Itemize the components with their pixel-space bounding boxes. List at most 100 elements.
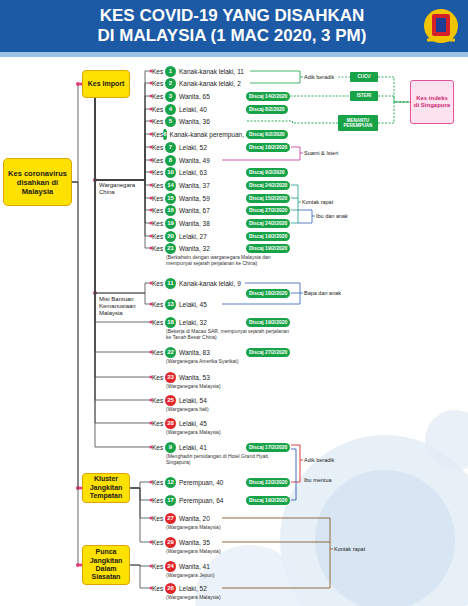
case-prefix: Kes: [152, 245, 165, 252]
pill-text: Discaj 19/2/2020: [249, 233, 287, 239]
case-line: Kes19Wanita, 38: [152, 218, 247, 229]
case-row: Kes27Wanita, 20(Warganegara Malaysia): [152, 513, 247, 530]
index-box: Kes indeks di Singapura: [410, 80, 454, 124]
case-number: 5: [165, 116, 176, 127]
case-description: Lelaki, 54: [179, 397, 207, 404]
case-number: 1: [165, 66, 176, 77]
case-prefix: Kes: [152, 515, 165, 522]
relation-bracket: [291, 445, 303, 482]
discharge-pill: Discaj 17/2/2020: [246, 443, 290, 452]
case-description: Lelaki, 45: [179, 420, 207, 427]
discharge-pill: Discaj 27/2/2020: [246, 206, 290, 215]
case-description: Kanak-kanak perempuan, 4: [170, 131, 250, 138]
case-line: Kes2Kanak-kanak lelaki, 2: [152, 78, 247, 89]
pill-text: Discaj 8/2/2020: [249, 106, 285, 112]
case-description: Kanak-kanak lelaki, 9: [179, 280, 241, 287]
discharge-pill: Discaj 8/2/2020: [246, 105, 288, 114]
case-prefix: Kes: [152, 374, 165, 381]
case-number: 15: [165, 193, 176, 204]
crest-logo: [436, 18, 446, 32]
case-row: Kes16Wanita, 67: [152, 205, 247, 216]
case-prefix: Kes: [152, 479, 165, 486]
box-text: Kes indeks di Singapura: [413, 95, 451, 110]
case-prefix: Kes: [152, 563, 165, 570]
tree-connector: [95, 98, 152, 236]
case-row: Kes17Perempuan, 64: [152, 495, 247, 506]
annotation-label: Ibu dan anak: [316, 213, 356, 220]
dotted-link: [378, 96, 410, 102]
case-line: Kes15Wanita, 59: [152, 193, 247, 204]
dotted-link: [378, 77, 410, 102]
case-line: Kes23Wanita, 53: [152, 372, 247, 383]
dotted-link: [290, 96, 350, 97]
case-note: (Warganegara Malaysia): [166, 429, 291, 435]
case-prefix: Kes: [152, 539, 165, 546]
case-row: Kes9Lelaki, 41(Menghadiri persidangan di…: [152, 442, 247, 465]
case-prefix: Kes: [152, 585, 165, 592]
case-row: Kes11Kanak-kanak lelaki, 9: [152, 278, 247, 289]
case-description: Wanita, 49: [179, 157, 210, 164]
case-line: Kes11Kanak-kanak lelaki, 9: [152, 278, 247, 289]
case-number: 22: [165, 347, 176, 358]
relation-tag: CUCU: [350, 72, 378, 82]
pill-text: Discaj 24/2/2020: [249, 220, 287, 226]
category-box: Punca Jangkitan Dalam Siasatan: [82, 545, 130, 585]
annotation-label: Kontak rapat: [302, 199, 342, 206]
discharge-pill: Discaj 18/2/2020: [246, 143, 290, 152]
tree-connector: [130, 488, 152, 542]
relation-tag: ISTERI: [350, 91, 378, 101]
box-text: CUCU: [358, 74, 371, 80]
case-description: Kanak-kanak lelaki, 2: [179, 80, 241, 87]
case-number: 10: [165, 167, 176, 178]
case-description: Lelaki, 40: [179, 106, 207, 113]
case-line: Kes25Lelaki, 54: [152, 395, 247, 406]
case-note: (Warganegara Amerika Syarikat): [166, 358, 291, 364]
case-note: (Warganegara Malaysia): [166, 524, 291, 530]
tree-connector: [95, 98, 152, 322]
case-prefix: Kes: [152, 80, 165, 87]
case-description: Perempuan, 40: [179, 479, 223, 486]
annotation-label: Ibu mentua: [304, 477, 344, 484]
case-prefix: Kes: [152, 182, 165, 189]
case-row: Kes5Wanita, 36: [152, 116, 247, 127]
case-line: Kes26Lelaki, 52: [152, 583, 247, 594]
discharge-pill: Discaj 15/2/2020: [246, 194, 290, 203]
case-prefix: Kes: [152, 169, 165, 176]
case-row: Kes24Wanita, 41(Warganegara Jepun): [152, 561, 247, 578]
box-text: Kluster Jangkitan Tempatan: [84, 475, 128, 500]
discharge-pill: Discaj 19/2/2020: [246, 232, 290, 241]
annotation-label: Misi Bantuan Kemanusiaan Malaysia: [99, 296, 147, 317]
tree-connector: [95, 98, 152, 180]
tree-connector: [95, 98, 152, 352]
pill-text: Discaj 24/2/2020: [249, 182, 287, 188]
tree-connector: [95, 98, 152, 198]
case-number: 2: [165, 78, 176, 89]
case-description: Wanita, 20: [179, 515, 210, 522]
virus-image: [315, 470, 455, 606]
case-description: Wanita, 53: [179, 374, 210, 381]
pill-text: Discaj 15/2/2020: [249, 195, 287, 201]
crest-logo: [424, 9, 458, 43]
case-note: (Warganegara Malaysia): [166, 594, 291, 600]
case-line: Kes21Wanita, 32: [152, 243, 247, 254]
tree-connector: [95, 98, 152, 400]
case-number: 29: [165, 537, 176, 548]
case-row: Kes1Kanak-kanak lelaki, 11: [152, 66, 247, 77]
case-note: (Warganegara Malaysia): [166, 383, 291, 389]
dotted-leader: [338, 77, 350, 78]
case-row: Kes20Lelaki, 27: [152, 231, 247, 242]
case-prefix: Kes: [152, 144, 165, 151]
box-text: Punca Jangkitan Dalam Siasatan: [84, 548, 128, 582]
case-description: Wanita, 32: [179, 245, 210, 252]
case-description: Lelaki, 27: [179, 233, 207, 240]
tree-connector: [130, 488, 152, 518]
case-row: Kes14Wanita, 37: [152, 180, 247, 191]
case-line: Kes12Perempuan, 40: [152, 477, 247, 488]
case-prefix: Kes: [152, 68, 165, 75]
case-prefix: Kes: [152, 280, 165, 287]
case-number: 21: [165, 243, 176, 254]
case-prefix: Kes: [152, 93, 165, 100]
case-description: Lelaki, 52: [179, 585, 207, 592]
relation-bracket: [298, 210, 315, 223]
